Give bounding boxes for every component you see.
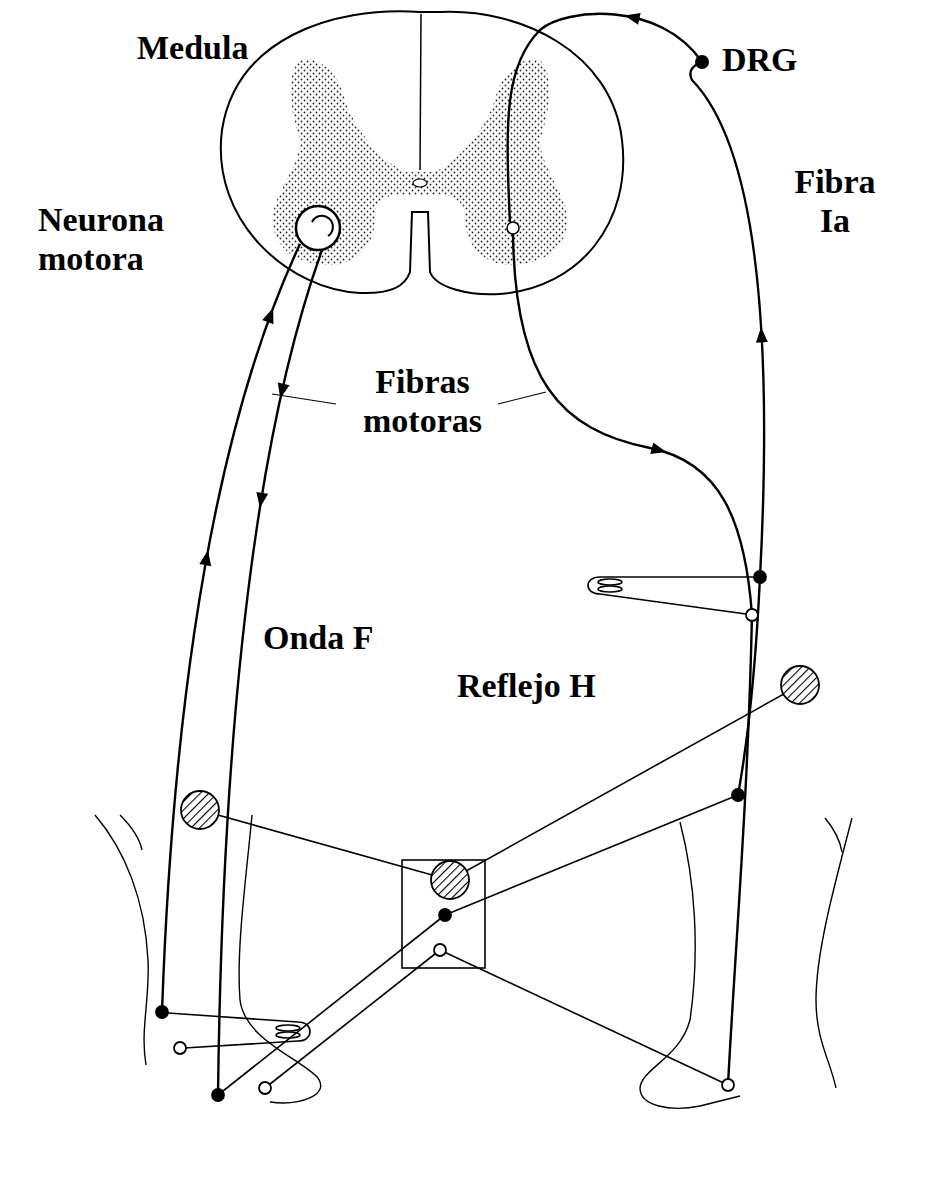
part-label: Medula: [137, 28, 248, 67]
muscle-spindle: [168, 577, 754, 1048]
part-label: Neurona motora: [38, 200, 238, 278]
part-label: Fibra Ia: [780, 162, 890, 240]
arrowhead: [274, 383, 289, 400]
arrowhead: [254, 492, 268, 509]
arrowhead: [650, 442, 668, 457]
electrode-wire: [200, 685, 800, 1095]
part-label: Onda F: [263, 618, 374, 657]
electrode: [156, 571, 819, 1101]
nerve-fibre: [162, 14, 764, 1095]
spinal-cord: [221, 11, 623, 294]
stimulator-box: [402, 860, 485, 968]
part-label: DRG: [722, 40, 798, 79]
arrowhead: [199, 549, 213, 566]
arrowhead: [623, 10, 640, 25]
leg-outline: [95, 815, 852, 1108]
arrowheads: [199, 10, 768, 566]
part-label: Fibras motoras: [335, 362, 510, 440]
part-label: Reflejo H: [457, 666, 596, 705]
motor-neuron: [296, 55, 709, 250]
arrowhead: [755, 327, 768, 343]
arrowhead: [262, 306, 278, 324]
